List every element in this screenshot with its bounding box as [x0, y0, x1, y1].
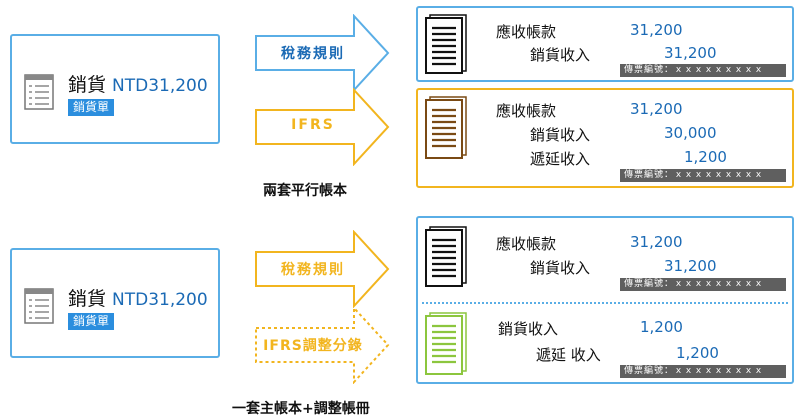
ledger-document-icon	[425, 96, 467, 159]
main-and-adjustment-ledger-box	[416, 216, 794, 384]
ledger-row-label: 遞延 收入	[536, 346, 601, 364]
sales-order-tag: 銷貨單	[68, 99, 115, 116]
ledger-row-label: 應收帳款	[496, 235, 557, 253]
voucher-number-bar: 傳票編號：ｘｘｘｘｘｘｘｘｘ	[620, 64, 786, 77]
arrow-label: 稅務規則	[281, 46, 345, 62]
ledger-row-value: 31,200	[630, 233, 683, 251]
arrow-label: 稅務規則	[281, 262, 345, 278]
ledger-row-value: 31,200	[630, 21, 683, 39]
caption-main-ledger-plus-adjustment: 一套主帳本+調整帳冊	[232, 401, 370, 417]
tax-rules-arrow-top: 稅務規則	[254, 13, 390, 93]
ledger-row-value: 1,200	[676, 344, 719, 362]
ledger-row-value: 31,200	[664, 257, 717, 275]
ledger-row-value: 30,000	[664, 124, 717, 142]
ifrs-adjustment-arrow: IFRS調整分錄	[254, 305, 390, 385]
arrow-label: IFRS	[291, 117, 335, 133]
tax-rules-arrow-bottom: 稅務規則	[254, 229, 390, 309]
right-arrow-icon	[255, 87, 390, 167]
ledger-row-value: 1,200	[640, 318, 683, 336]
ledger-row-value: 31,200	[630, 100, 683, 118]
voucher-number-bar: 傳票編號：ｘｘｘｘｘｘｘｘｘ	[620, 169, 786, 182]
caption-parallel-ledgers: 兩套平行帳本	[263, 183, 347, 199]
form-document-icon	[24, 288, 54, 324]
ledger-row-label: 應收帳款	[496, 102, 557, 120]
right-arrow-icon	[255, 13, 390, 93]
ledger-row-value: 1,200	[684, 148, 727, 166]
arrow-label: IFRS調整分錄	[263, 338, 363, 354]
ifrs-arrow: IFRS	[254, 87, 390, 167]
ledger-row-label: 銷貨收入	[498, 320, 559, 338]
voucher-number-bar: 傳票編號：ｘｘｘｘｘｘｘｘｘ	[620, 278, 786, 291]
right-arrow-icon	[255, 229, 390, 309]
ledger-row-label: 銷貨收入	[530, 259, 591, 277]
ledger-row-label: 應收帳款	[496, 23, 557, 41]
sales-amount: NTD31,200	[112, 76, 208, 96]
ifrs-ledger-box	[416, 88, 794, 188]
ledger-document-icon	[425, 312, 467, 375]
voucher-number-bar: 傳票編號：ｘｘｘｘｘｘｘｘｘ	[620, 365, 786, 378]
ledger-document-icon	[425, 226, 467, 287]
sales-amount: NTD31,200	[112, 290, 208, 310]
ledger-row-label: 銷貨收入	[530, 126, 591, 144]
form-document-icon	[24, 74, 54, 110]
sales-order-tag: 銷貨單	[68, 313, 115, 330]
ledger-row-value: 31,200	[664, 44, 717, 62]
ledger-document-icon	[425, 14, 467, 74]
right-arrow-icon	[255, 305, 390, 385]
ledger-row-label: 銷貨收入	[530, 46, 591, 64]
dotted-divider	[422, 302, 788, 304]
ledger-row-label: 遞延收入	[530, 150, 591, 168]
